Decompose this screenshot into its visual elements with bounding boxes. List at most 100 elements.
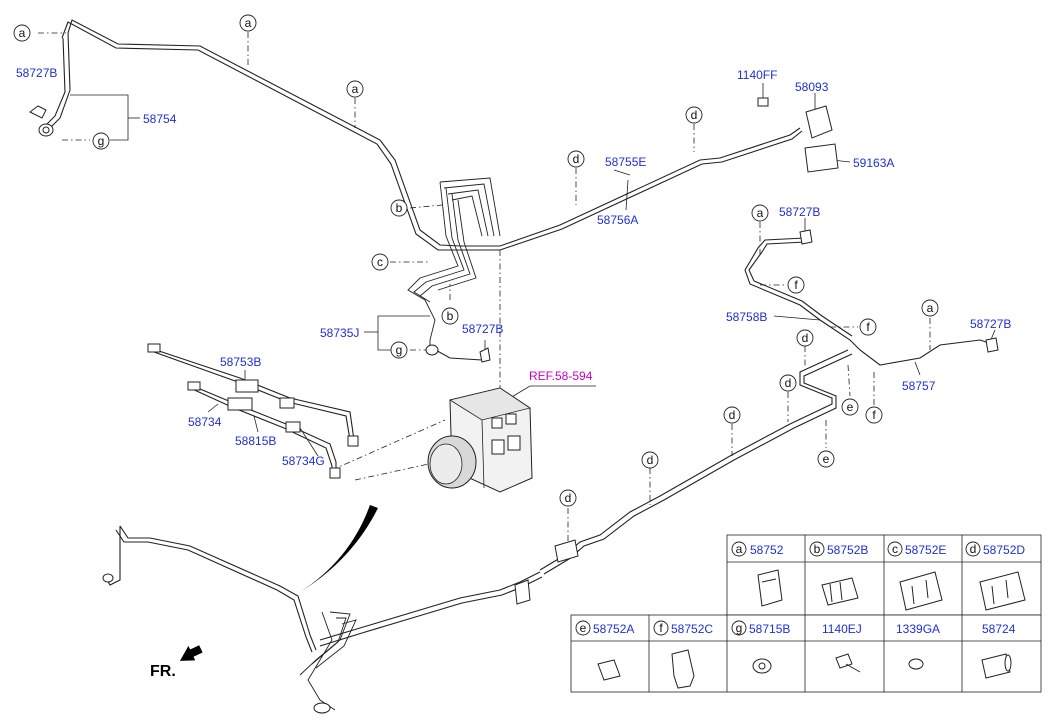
hose-58753B xyxy=(235,379,259,393)
legend-key-a: a xyxy=(736,542,743,556)
abs-port-2 xyxy=(505,413,517,425)
legend-cell-g: g 58715B xyxy=(731,620,790,636)
legend-row2-frame xyxy=(570,614,1042,693)
tag-a-1: a xyxy=(13,24,31,42)
label-1140FF: 1140FF xyxy=(737,68,777,82)
svg-text:g: g xyxy=(98,134,105,148)
tag-a-3: a xyxy=(346,80,364,98)
tag-g-2: g xyxy=(390,341,408,359)
clip-58727B-2 xyxy=(799,229,813,245)
grommet-58715B-hole xyxy=(758,662,766,670)
dashed-leaders xyxy=(38,32,931,550)
bolt-1140EJ-icon xyxy=(835,653,861,673)
sleeve-58724-icon xyxy=(981,653,1011,679)
fittings xyxy=(29,97,999,714)
legend-part-58752C: 58752C xyxy=(671,622,713,636)
tag-d-6: d xyxy=(641,451,659,469)
hose-58815B xyxy=(227,397,253,411)
svg-text:f: f xyxy=(794,278,798,292)
lead-58757 xyxy=(914,361,921,376)
abs-hydraulic-unit xyxy=(427,387,533,493)
svg-text:d: d xyxy=(785,376,792,390)
svg-text:e: e xyxy=(823,452,830,466)
tag-d-1: d xyxy=(685,106,703,124)
clip-58752C-icon xyxy=(671,649,695,689)
tag-d-4: d xyxy=(779,374,797,392)
abs-port-4 xyxy=(507,435,521,451)
part-labels: 58727B 58754 58755E 58756A 1140FF 58093 … xyxy=(16,66,1011,468)
legend-cell-a: a 58752 xyxy=(731,541,784,557)
nut-1339GA-icon xyxy=(908,658,924,670)
dash-e1 xyxy=(847,364,851,397)
label-58758B: 58758B xyxy=(726,310,767,324)
label-58734G: 58734G xyxy=(282,454,325,468)
sleeve-58724-end xyxy=(1004,654,1012,672)
abs-motor-cap xyxy=(429,443,463,485)
legend-part-58752D: 58752D xyxy=(983,543,1025,557)
fitting-end-1 xyxy=(347,435,359,447)
tag-f-3: f xyxy=(865,406,883,424)
abs-edge xyxy=(481,419,485,489)
tag-g-1: g xyxy=(92,132,110,150)
legend-cell-c: c 58752E xyxy=(887,541,946,557)
label-59163A: 59163A xyxy=(853,156,894,170)
lead-58734G xyxy=(299,427,319,457)
legend-cell-d: d 58752D xyxy=(965,541,1025,557)
clip-58752-icon xyxy=(757,569,783,607)
label-58093: 58093 xyxy=(795,80,829,94)
legend-key-d: d xyxy=(970,542,977,556)
fitting-lower-left xyxy=(102,573,114,583)
svg-text:d: d xyxy=(729,408,736,422)
legend-cell-e: e 58752A xyxy=(575,620,634,636)
pipe-bundle-3 xyxy=(413,187,465,303)
clip-58752D-icon xyxy=(979,571,1026,611)
svg-text:d: d xyxy=(573,152,580,166)
tag-e-1: e xyxy=(841,398,859,416)
tag-f-1: f xyxy=(787,276,805,294)
fitting-58734G-a xyxy=(279,397,295,409)
legend-key-e: e xyxy=(580,621,587,635)
legend-cell-b: b 58752B xyxy=(809,541,868,557)
legend-table: a 58752 b 58752B c 58752E d 58752D e 587… xyxy=(570,534,1042,693)
pipe-bundle-2 xyxy=(407,181,459,350)
joint-bracket-d xyxy=(554,539,579,563)
label-58756A: 58756A xyxy=(597,213,638,227)
svg-text:d: d xyxy=(565,491,572,505)
pipe-bundle-5 xyxy=(437,199,477,291)
legend-key-b: b xyxy=(814,542,821,556)
lead-58754-bracket xyxy=(70,94,129,141)
pipe-lower-long xyxy=(119,525,317,651)
fitting-58734G-b xyxy=(285,421,301,433)
label-58754: 58754 xyxy=(143,112,177,126)
bracket-58093 xyxy=(805,105,833,139)
fitting-58734 xyxy=(187,381,201,391)
fitting-end-2 xyxy=(329,467,341,479)
clip-58727B-4 xyxy=(479,347,491,363)
label-58757: 58757 xyxy=(902,379,936,393)
pipe-top-left-inner xyxy=(61,21,803,251)
pipe-top-left xyxy=(67,19,801,247)
clip-58727B-1 xyxy=(29,105,47,119)
clip-58752A-icon xyxy=(597,659,621,681)
fitting-58753B-end xyxy=(147,343,161,353)
svg-text:a: a xyxy=(757,206,764,220)
svg-text:c: c xyxy=(377,255,383,269)
clip-58752B-icon xyxy=(821,577,859,606)
pipe-right-down-inner xyxy=(543,353,853,575)
legend-part-58752B: 58752B xyxy=(827,543,868,557)
pipe-bundle-1 xyxy=(439,177,501,237)
label-58734: 58734 xyxy=(188,415,222,429)
abs-top xyxy=(448,387,531,421)
legend-part-58752: 58752 xyxy=(750,543,784,557)
legend-part-1140EJ: 1140EJ xyxy=(822,622,862,636)
label-58727B-4: 58727B xyxy=(462,322,503,336)
lead-58756A xyxy=(625,179,629,211)
tag-d-2: d xyxy=(567,150,585,168)
svg-text:d: d xyxy=(802,331,809,345)
pipe-right-upper xyxy=(744,237,996,366)
leader-lines xyxy=(70,83,996,457)
legend-key-g: g xyxy=(736,621,743,635)
tag-a-5: a xyxy=(921,299,939,317)
abs-port-1 xyxy=(491,417,503,429)
curved-arrow xyxy=(300,505,378,592)
